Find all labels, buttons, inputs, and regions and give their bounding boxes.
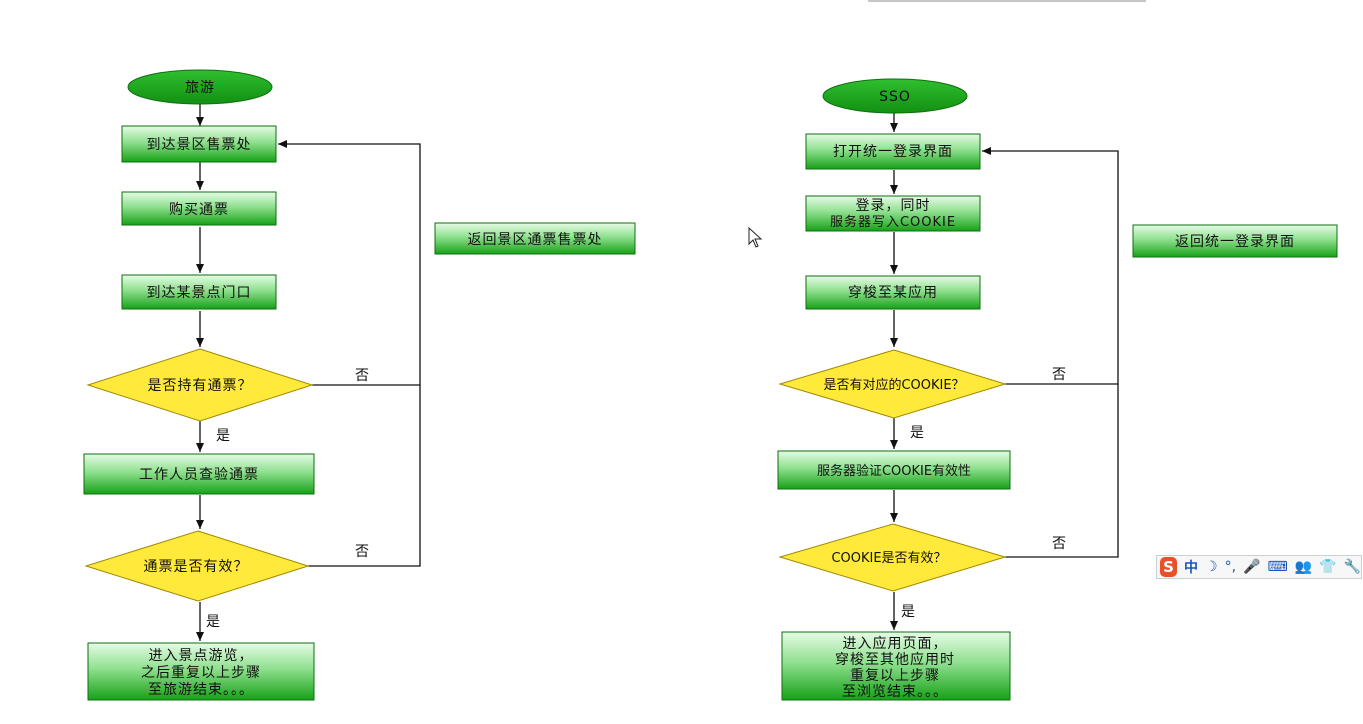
left-step4-label: 工作人员查验通票 <box>139 467 259 483</box>
left-decision1-no-label: 否 <box>355 368 369 384</box>
moon-icon[interactable]: ☽ <box>1205 559 1218 575</box>
right-decision1-label: 是否有对应的COOKIE？ <box>823 377 964 393</box>
right-return-box <box>1132 224 1338 258</box>
right-decision2-yes-label: 是 <box>901 604 915 620</box>
left-step3-label: 到达某景点门口 <box>147 285 252 301</box>
right-step4-label: 服务器验证COOKIE有效性 <box>817 463 971 479</box>
right-decision1-yes-label: 是 <box>910 425 924 441</box>
left-step3-box <box>121 274 277 310</box>
left-decision1-label: 是否持有通票？ <box>148 378 253 394</box>
punctuation-icon[interactable]: °, <box>1224 559 1237 575</box>
keyboard-icon[interactable]: ⌨ <box>1267 559 1288 575</box>
right-step2-line1: 登录，同时 <box>856 198 931 214</box>
left-decision2-no-label: 否 <box>355 544 369 560</box>
right-decision1-diamond <box>778 349 1007 419</box>
right-decision2-no-label: 否 <box>1052 536 1066 552</box>
left-step2-label: 购买通票 <box>169 202 229 218</box>
left-flowchart: 旅游 到达景区售票处 购买通票 到达某景点门口 是否持有通票？ 否 是 工作人员… <box>83 69 636 701</box>
left-end-line2: 之后重复以上步骤 <box>141 664 261 681</box>
right-step3-box <box>805 275 981 310</box>
right-decision2-label: COOKIE是否有效？ <box>831 551 946 566</box>
left-step2-box <box>121 191 277 226</box>
left-connectors <box>196 104 421 641</box>
right-end-line4: 至浏览结束。。。 <box>842 684 948 700</box>
right-end-line3: 重复以上步骤 <box>850 667 940 684</box>
left-end-line3: 至旅游结束。。。 <box>148 682 254 698</box>
right-end-box <box>781 631 1011 701</box>
left-return-label: 返回景区通票售票处 <box>468 232 603 248</box>
right-decision1-no-label: 否 <box>1052 367 1066 383</box>
users-icon[interactable]: 👥 <box>1294 559 1313 575</box>
right-connectors <box>890 113 1119 630</box>
right-flowchart: SSO 打开统一登录界面 登录，同时 服务器写入COOKIE 穿梭至某应用 是否… <box>777 78 1338 701</box>
left-end-box <box>87 642 315 701</box>
right-step1-box <box>805 133 981 170</box>
wrench-icon[interactable]: 🔧 <box>1343 559 1361 575</box>
left-step1-label: 到达景区售票处 <box>147 137 252 153</box>
left-step4-box <box>83 453 315 495</box>
right-start-terminal <box>822 78 968 114</box>
right-step3-label: 穿梭至某应用 <box>848 284 938 301</box>
right-decision2-diamond <box>778 523 1007 592</box>
right-start-label: SSO <box>879 89 911 105</box>
left-decision1-yes-label: 是 <box>216 428 230 444</box>
mouse-cursor-icon <box>748 227 763 248</box>
right-step2-line2: 服务器写入COOKIE <box>830 214 956 230</box>
skin-icon[interactable]: 👕 <box>1319 559 1337 575</box>
ime-toolbar[interactable]: S 中 ☽ °, 🎤 ⌨ 👥 👕 🔧 <box>1156 555 1362 579</box>
left-start-terminal <box>127 69 273 105</box>
microphone-icon[interactable]: 🎤 <box>1243 559 1261 575</box>
left-step1-box <box>121 125 277 163</box>
ime-mode-toggle[interactable]: 中 <box>1184 560 1199 576</box>
right-step4-box <box>777 450 1011 490</box>
sogou-logo-icon[interactable]: S <box>1160 557 1178 577</box>
left-start-label: 旅游 <box>185 80 215 96</box>
left-decision1-diamond <box>86 348 314 422</box>
left-return-box <box>434 222 636 255</box>
left-decision2-label: 通票是否有效？ <box>144 559 249 575</box>
left-decision2-diamond <box>84 530 310 602</box>
right-return-label: 返回统一登录界面 <box>1175 234 1295 250</box>
right-end-line2: 穿梭至其他应用时 <box>835 651 955 668</box>
right-end-line1: 进入应用页面， <box>843 635 948 652</box>
window-edge-shadow <box>868 0 1146 2</box>
right-step2-box <box>805 195 981 232</box>
right-step1-label: 打开统一登录界面 <box>833 143 953 160</box>
left-end-line1: 进入景点游览， <box>149 648 254 664</box>
left-decision2-yes-label: 是 <box>206 614 220 630</box>
